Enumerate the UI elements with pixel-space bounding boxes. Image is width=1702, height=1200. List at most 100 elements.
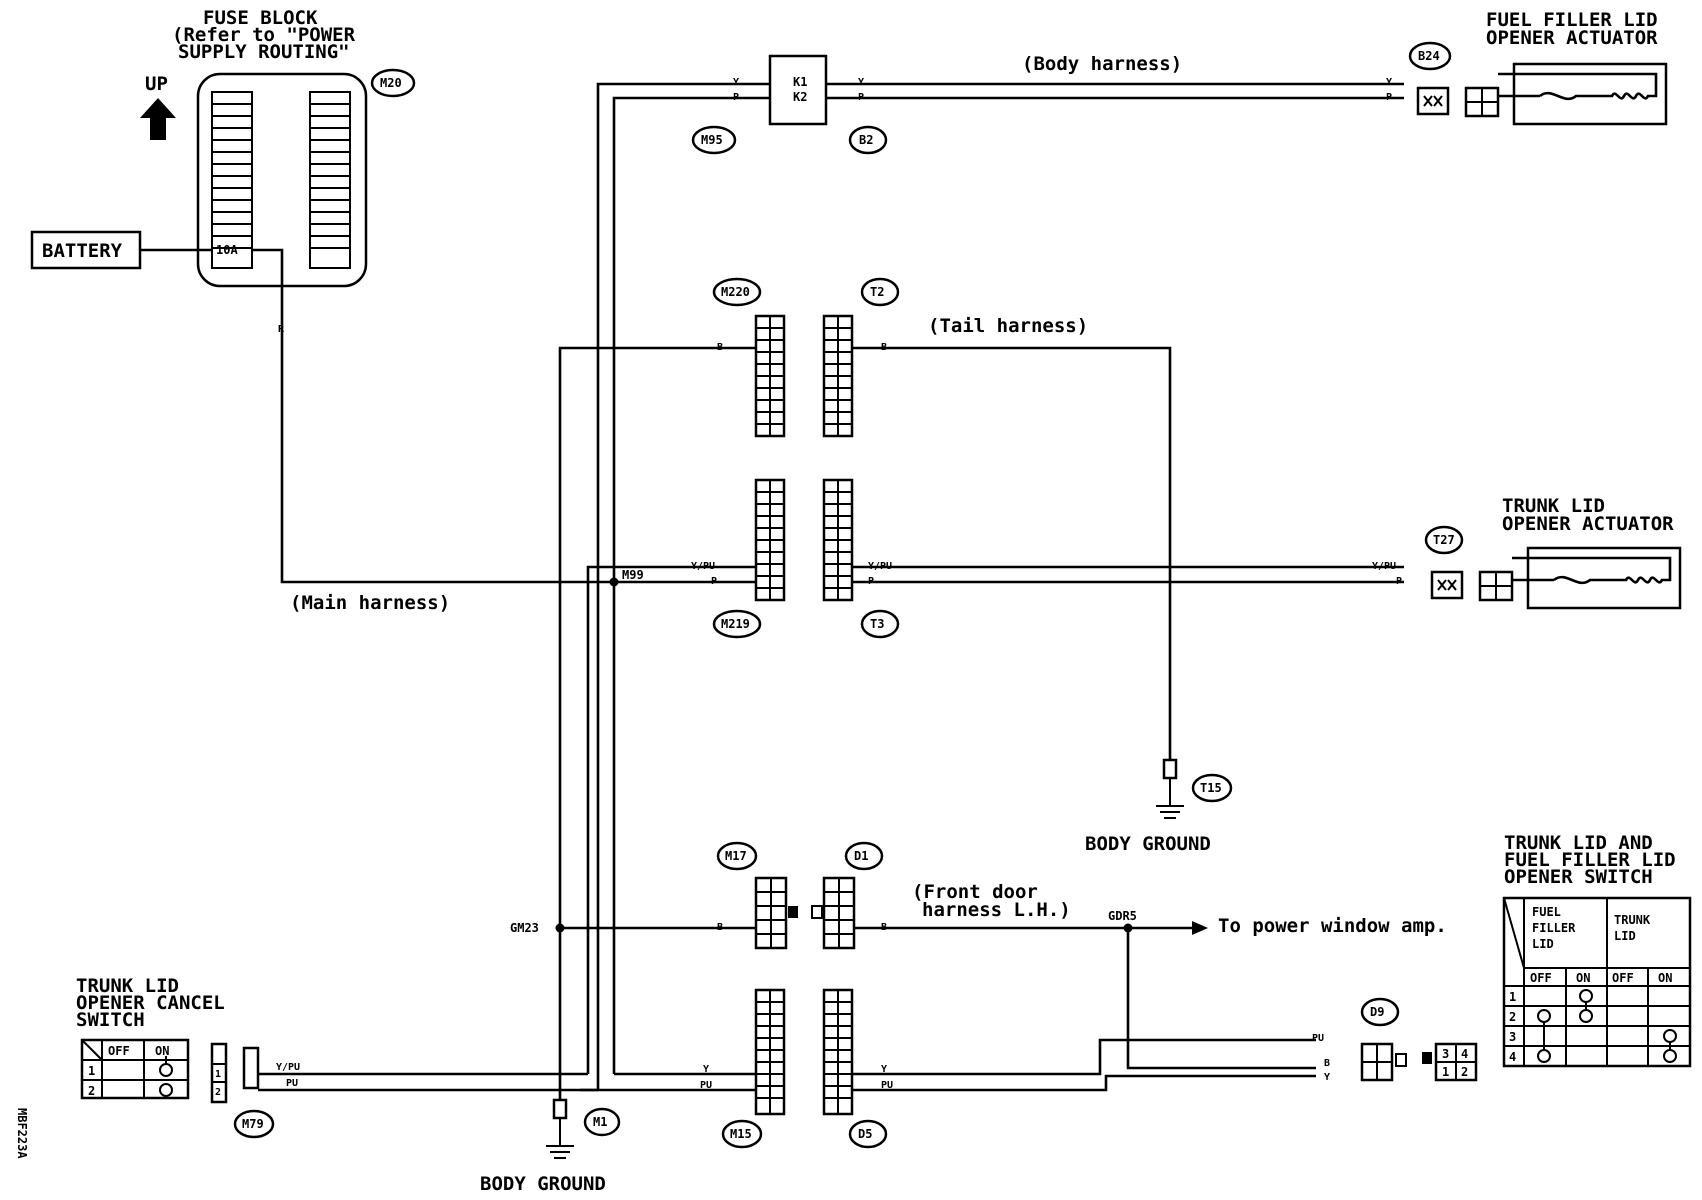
wire-ypu-label-m219: Y/PU: [691, 561, 715, 572]
trunk-lid-opener-actuator: TRUNK LID OPENER ACTUATOR T27: [1424, 495, 1682, 610]
relay-m95-b2: K1 K2 M95 B2: [691, 54, 888, 155]
splice-m99-dot: [609, 577, 619, 587]
connector-m17-label: M17: [725, 849, 747, 863]
figure-code: MBF223A: [15, 1108, 29, 1159]
d9-pin-4: 4: [1461, 1047, 1468, 1061]
up-arrow-icon: [140, 98, 176, 140]
opener-switch-title-3: OPENER SWITCH: [1504, 866, 1653, 888]
wire-p-label-m219: P: [711, 576, 717, 587]
d9-pin-1: 1: [1442, 1065, 1449, 1079]
front-door-harness-label-1: (Front door: [912, 881, 1038, 903]
cancel-connector-pin-2: 2: [215, 1087, 221, 1098]
trunk-actuator-title-1: TRUNK LID: [1502, 495, 1605, 517]
wire-b-label-m17: B: [717, 922, 723, 933]
opener-trunk-on: ON: [1658, 971, 1672, 985]
opener-fuel-header-1: FUEL: [1532, 905, 1561, 919]
wire-pu-label-m79: PU: [286, 1078, 298, 1089]
arrow-right-icon: [1192, 921, 1208, 935]
cancel-switch-connector: [210, 1042, 228, 1104]
connector-t15-label: T15: [1200, 781, 1222, 795]
wire-r-label: R: [278, 324, 285, 335]
wire-p-label-b2: P: [858, 92, 864, 103]
fuse-column-right: [309, 91, 351, 269]
connector-t27-label: T27: [1433, 533, 1455, 547]
opener-fuel-header-3: LID: [1532, 937, 1554, 951]
connector-b24-badge: [1408, 41, 1452, 71]
wire-y-label-m15: Y: [703, 1064, 709, 1075]
body-ground-label-m1: BODY GROUND: [480, 1173, 606, 1195]
wire-pu-label-d5: PU: [881, 1080, 893, 1091]
wire-y-label-d5: Y: [881, 1064, 887, 1075]
opener-fuel-on: ON: [1576, 971, 1590, 985]
wire-b-label-t2: B: [881, 342, 887, 353]
connector-m220-label: M220: [721, 285, 750, 299]
trunk-lid-cancel-switch: TRUNK LID OPENER CANCEL SWITCH OFF ON 1 …: [76, 975, 275, 1139]
connector-m17-badge: [716, 841, 758, 871]
opener-fuel-header-2: FILLER: [1532, 921, 1576, 935]
opener-switch-table: TRUNK LID AND FUEL FILLER LID OPENER SWI…: [1502, 832, 1692, 1068]
wire-p-main: [612, 96, 770, 1074]
splice-gdr5-label: GDR5: [1108, 909, 1137, 923]
connector-m1-badge: [583, 1107, 621, 1137]
connector-t2-badge: [860, 277, 900, 307]
connector-d9-label: D9: [1370, 1005, 1384, 1019]
opener-switch-title-2: FUEL FILLER LID: [1504, 849, 1676, 871]
ground-m1: M1 BODY GROUND: [480, 1098, 621, 1195]
wire-ypu-label-m79: Y/PU: [276, 1062, 300, 1073]
connector-t27-housing: [1430, 570, 1464, 600]
opener-trunk-header-2: LID: [1614, 929, 1636, 943]
connector-t3-label: T3: [870, 617, 884, 631]
fuel-actuator-solenoid-icon: [1498, 72, 1658, 101]
opener-row-3: 3: [1509, 1030, 1516, 1044]
connector-m95-badge: [691, 125, 737, 155]
wire-b-label-d9: B: [1324, 1058, 1330, 1069]
connector-m219-label: M219: [721, 617, 750, 631]
cancel-switch-row-2: 2: [88, 1084, 95, 1098]
connector-m95-label: M95: [701, 133, 723, 147]
connector-m15-badge: [721, 1119, 763, 1149]
connector-t3-badge: [860, 609, 900, 639]
wire-y-label-b2: Y: [858, 77, 864, 88]
up-label: UP: [145, 73, 168, 95]
wire-pu-d5: [852, 1074, 1316, 1092]
connector-d9: D9 3 4 1 2: [1360, 997, 1478, 1082]
opener-row-2: 2: [1509, 1010, 1516, 1024]
splice-gm23-label: GM23: [510, 921, 539, 935]
connector-m79-badge: [233, 1109, 275, 1139]
connector-m219-badge: [712, 609, 762, 639]
opener-fuel-off: OFF: [1530, 971, 1552, 985]
wire-ypu-label-t3: Y/PU: [868, 561, 892, 572]
connector-d5-badge: [848, 1119, 888, 1149]
wire-b-label-d1: B: [881, 922, 887, 933]
trunk-actuator-solenoid-icon: [1512, 556, 1672, 585]
fuel-filler-lid-actuator: FUEL FILLER LID OPENER ACTUATOR B24: [1408, 9, 1668, 126]
connector-m20-badge: [370, 68, 416, 98]
connector-t27-badge: [1424, 525, 1464, 555]
connector-pair-m17-d1: M17 D1: [716, 841, 884, 950]
cancel-switch-title-3: SWITCH: [76, 1009, 145, 1031]
connector-m15-label: M15: [730, 1127, 752, 1141]
connector-d5-label: D5: [858, 1127, 872, 1141]
connector-t2-label: T2: [870, 285, 884, 299]
cancel-switch-off: OFF: [108, 1044, 130, 1058]
fuse-block-ref-line2: SUPPLY ROUTING": [178, 41, 350, 63]
wire-ypu-label-t27: Y/PU: [1372, 561, 1396, 572]
cancel-connector-pin-1: 1: [215, 1069, 221, 1080]
main-harness-label: (Main harness): [290, 592, 450, 614]
wire-y-label-b24: Y: [1386, 77, 1392, 88]
wire-b-label-m220: B: [717, 342, 723, 353]
connector-m220-badge: [712, 277, 762, 307]
fuse-10a-label: 10A: [216, 243, 238, 257]
connector-pair-m15-d5: M15 D5: [721, 988, 888, 1149]
connector-b2-badge: [848, 125, 888, 155]
opener-trunk-header-1: TRUNK: [1614, 913, 1651, 927]
connector-m20-label: M20: [380, 76, 402, 90]
splice-gm23-dot: [555, 923, 565, 933]
battery-label: BATTERY: [42, 240, 123, 262]
connector-d1-label: D1: [854, 849, 868, 863]
connector-b24-housing: [1416, 86, 1450, 116]
wire-y-label-d9: Y: [1324, 1072, 1330, 1083]
wire-p-label-t3: P: [868, 576, 874, 587]
wire-y-d5: [852, 1038, 1316, 1076]
opener-trunk-off: OFF: [1612, 971, 1634, 985]
